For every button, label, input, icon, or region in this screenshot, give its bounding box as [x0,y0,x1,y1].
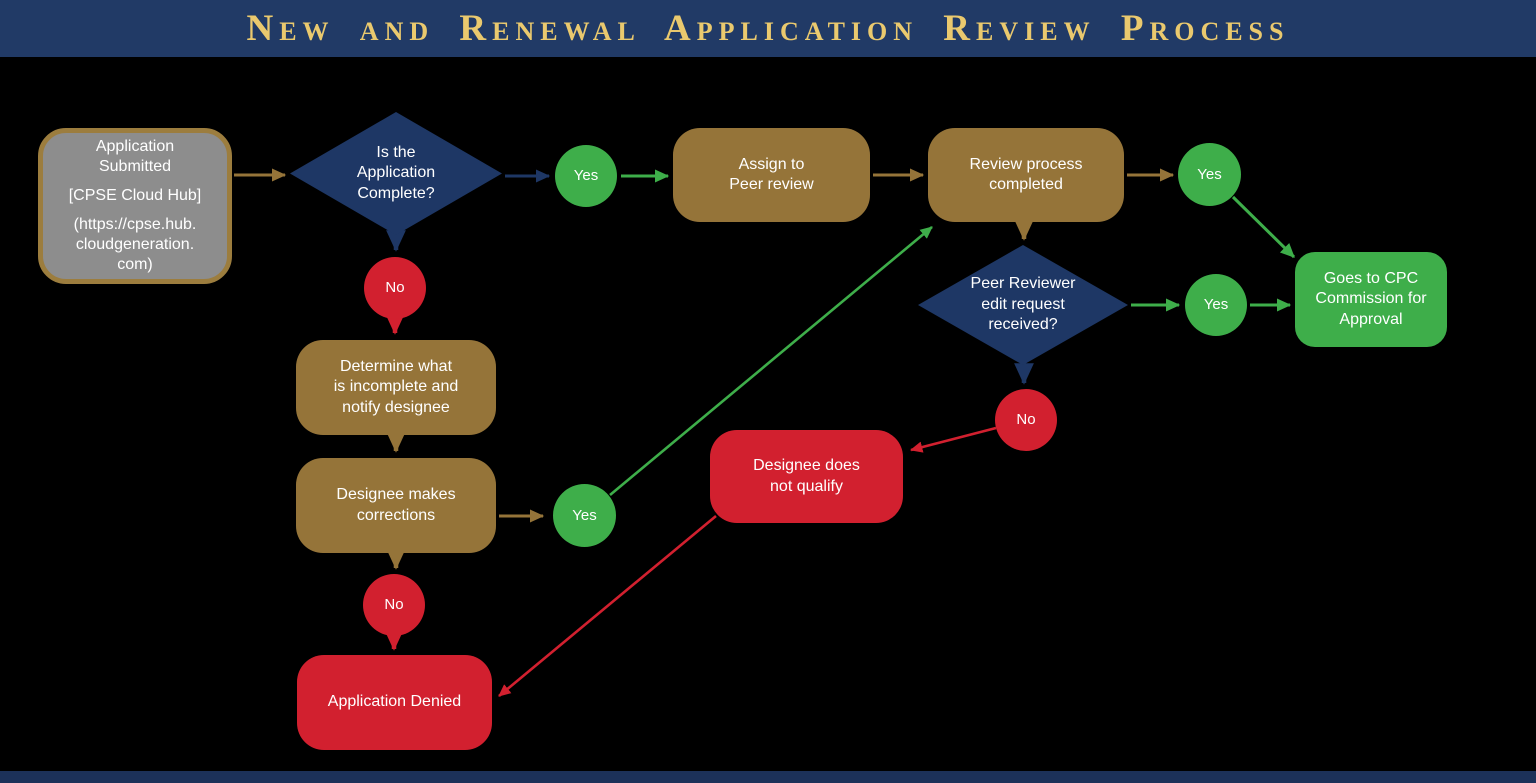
designee-corrections-label: Designee makes corrections [336,486,456,524]
arrow-dnq-to-denied [498,514,717,698]
decision-peer-edit-request: Peer Reviewer edit request received? [918,245,1128,365]
title-bar: New and Renewal Application Review Proce… [0,0,1536,57]
node-application-submitted: Application Submitted [CPSE Cloud Hub] (… [38,128,232,284]
no-circle-corrections: No [363,574,425,636]
no-circle-peer-edit: No [995,389,1057,451]
arrow-yes-to-cpc-diagonal [1231,195,1296,259]
review-completed-label: Review process completed [969,155,1083,193]
yes-circle-application-complete: Yes [555,145,617,207]
process-designee-corrections: Designee makes corrections [296,458,496,553]
decision-application-complete: Is the Application Complete? [290,112,502,235]
arrow-no-to-dnq [909,426,997,453]
yes-circle-review-completed: Yes [1178,143,1241,206]
process-review-completed: Review process completed [928,128,1124,222]
decision-peer-edit-request-label: Peer Reviewer edit request received? [970,275,1076,334]
application-submitted-label: Application Submitted [95,138,175,175]
terminator-designee-not-qualify: Designee does not qualify [710,430,903,523]
process-assign-peer-review: Assign to Peer review [673,128,870,222]
page-title: New and Renewal Application Review Proce… [246,8,1290,49]
cpse-url-label: (https://cpse.hub. cloudgeneration. com) [73,216,197,273]
application-denied-label: Application Denied [327,693,462,711]
no-circle-application-complete: No [364,257,426,319]
assign-peer-review-label: Assign to Peer review [729,155,814,193]
determine-incomplete-label: Determine what is incomplete and notify … [333,357,459,416]
yes-circle-peer-edit: Yes [1185,274,1247,336]
process-determine-incomplete: Determine what is incomplete and notify … [296,340,496,435]
yes-circle-corrections: Yes [553,484,616,547]
designee-not-qualify-label: Designee does not qualify [753,457,860,495]
terminator-application-denied: Application Denied [297,655,492,750]
cpse-cloud-hub-label: [CPSE Cloud Hub] [68,187,202,204]
cpc-approval-label: Goes to CPC Commission for Approval [1315,269,1427,328]
bottom-accent-bar [0,771,1536,783]
terminator-cpc-approval: Goes to CPC Commission for Approval [1295,252,1447,347]
decision-application-complete-label: Is the Application Complete? [356,143,436,202]
